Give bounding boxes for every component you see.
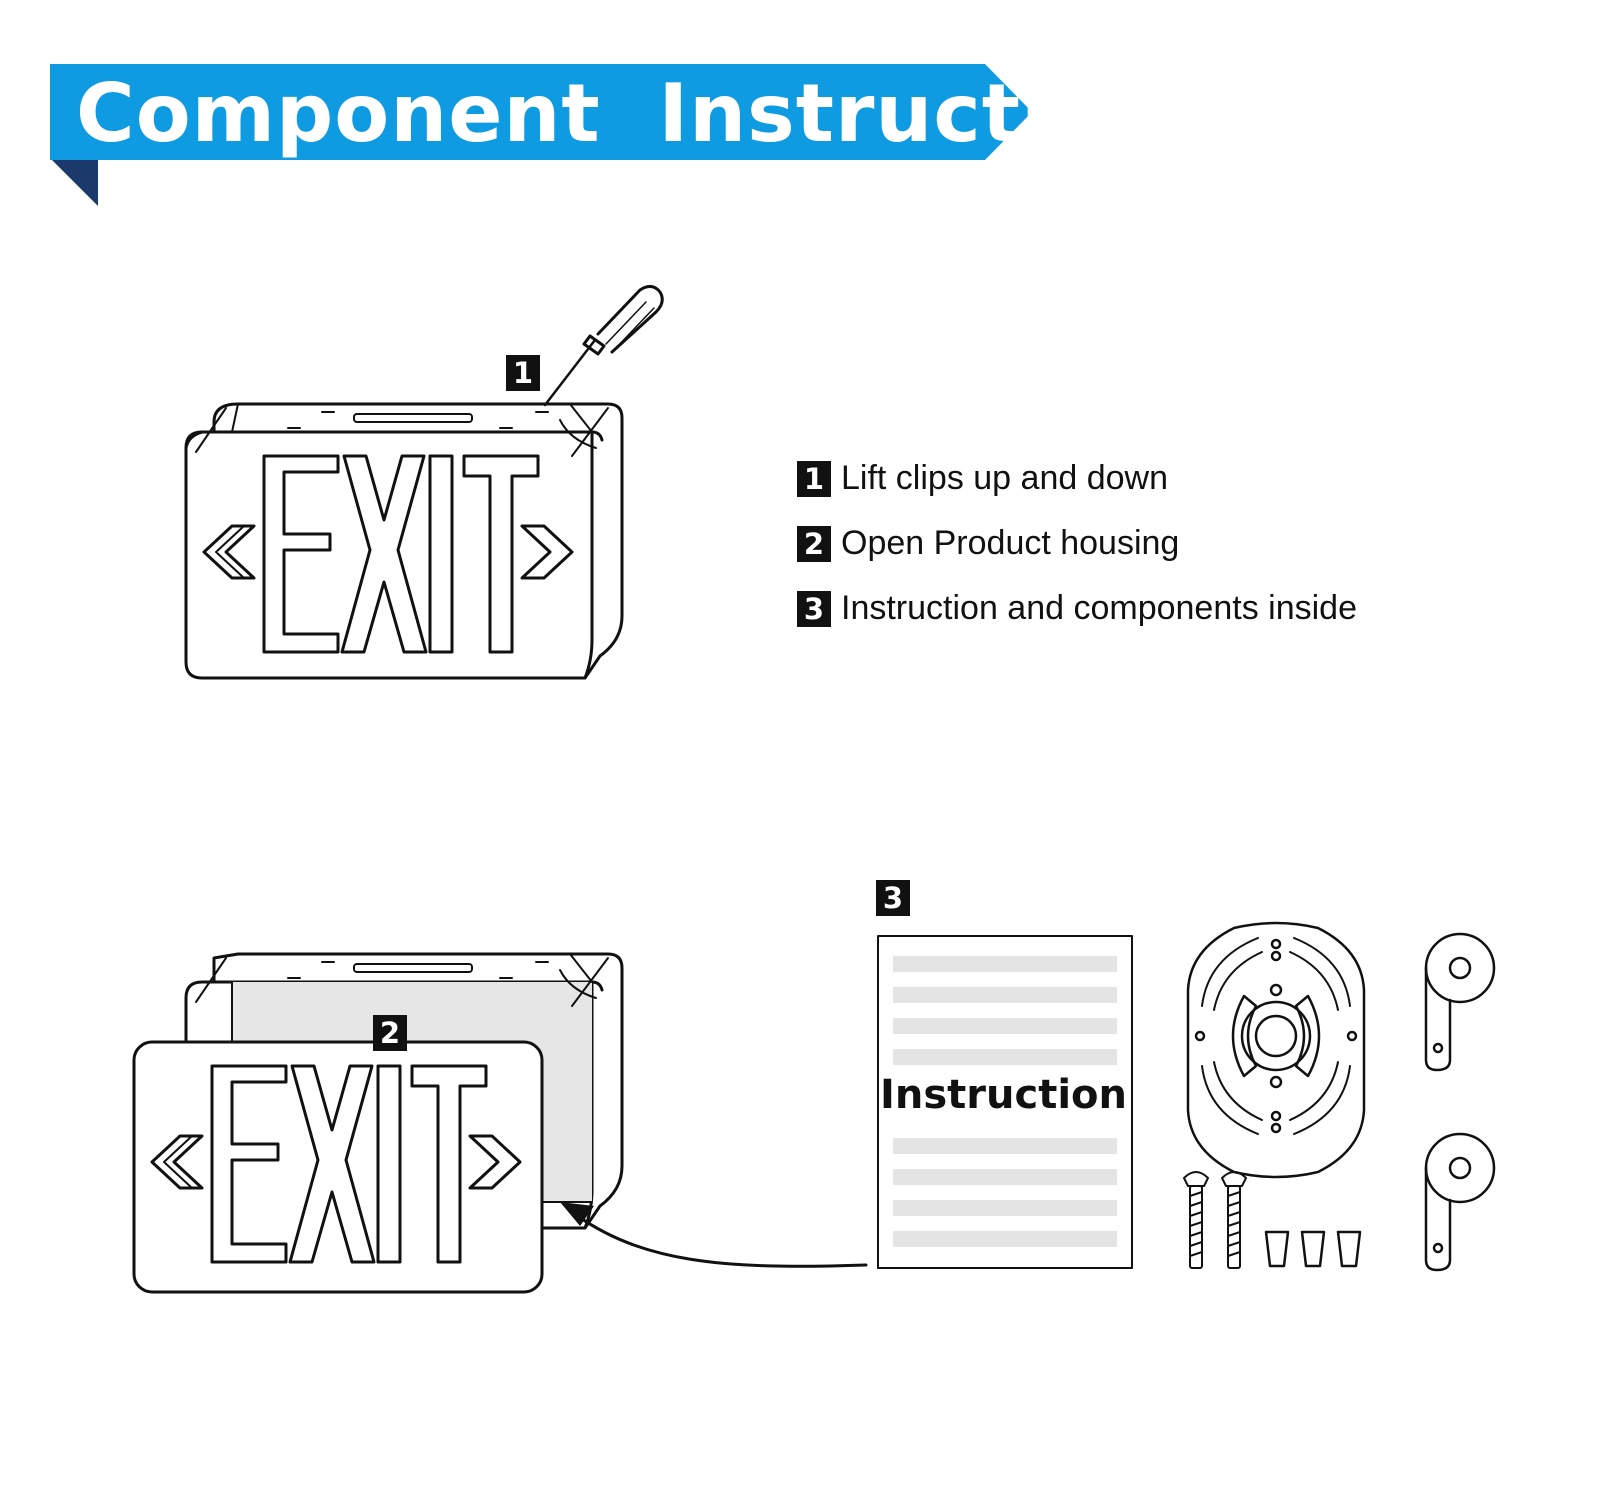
instruction-manual [877,935,1133,1269]
step-text: Lift clips up and down [841,459,1168,497]
step-number-badge: 1 [797,460,831,497]
opened-exit-sign [132,952,868,1294]
step-item-3: 3 Instruction and components inside [797,576,1357,641]
mounting-plate-icon [1186,921,1366,1179]
steps-list: 1 Lift clips up and down 2 Open Product … [797,446,1357,641]
step-item-1: 1 Lift clips up and down [797,446,1357,511]
banner-fold [50,158,98,206]
step-item-2: 2 Open Product housing [797,511,1357,576]
wire-nut-icon [1264,1230,1362,1268]
step-number-badge: 2 [797,525,831,562]
step-text: Open Product housing [841,524,1180,562]
manual-title: Instruction [880,1072,1127,1118]
hanger-bracket-icon [1424,932,1496,1272]
callout-badge-3: 3 [876,880,910,916]
callout-badge-2: 2 [373,1015,407,1051]
banner-ribbon [50,64,1032,160]
closed-exit-sign [184,402,624,680]
callout-badge-1: 1 [506,355,540,391]
header-banner [50,64,1032,206]
screw-icon [1183,1171,1247,1269]
step-number-badge: 3 [797,590,831,627]
step-text: Instruction and components inside [841,589,1357,627]
screwdriver-icon [543,285,664,407]
page-title: Component Instruction [76,67,1164,160]
